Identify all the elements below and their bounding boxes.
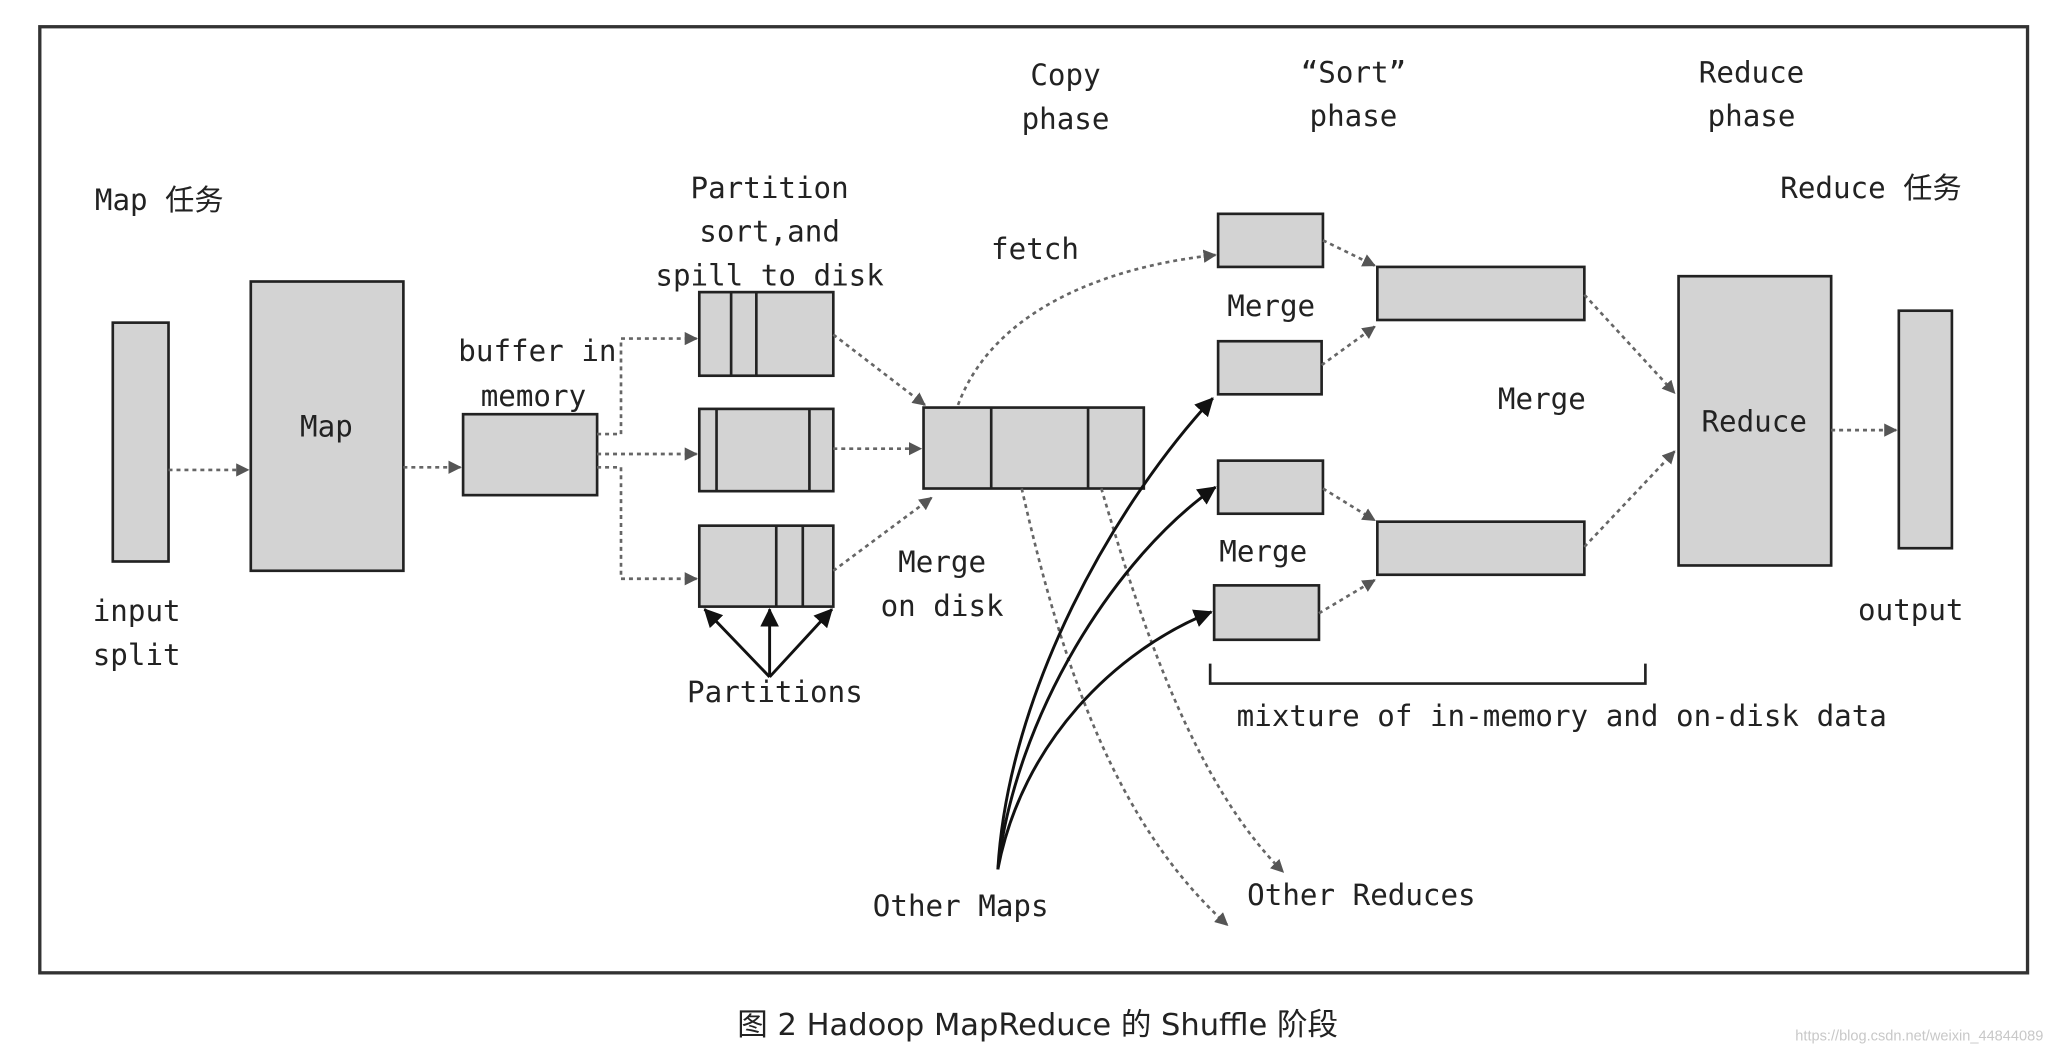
merge-on-disk-label: Merge — [898, 545, 986, 579]
spill-file-2 — [697, 407, 835, 493]
sort-phase-label-2: phase — [1310, 99, 1398, 133]
sort-phase-label: “Sort” — [1301, 55, 1406, 89]
copy-phase-label-2: phase — [1022, 102, 1110, 136]
merge-input-2 — [1216, 339, 1323, 396]
input-split-box — [111, 321, 170, 563]
map-task-label: Map 任务 — [95, 183, 224, 217]
buffer-label: buffer in — [458, 334, 616, 368]
partition-label-3: spill to disk — [655, 258, 884, 292]
merge-input-4 — [1212, 584, 1321, 642]
merge-top-label: Merge — [1227, 289, 1315, 323]
partitions-label: Partitions — [687, 675, 863, 709]
fetch-label: fetch — [991, 232, 1079, 266]
reduce-task-label: Reduce 任务 — [1780, 171, 1961, 205]
merged-run-top — [1376, 265, 1586, 322]
buffer-label-2: memory — [481, 379, 586, 413]
watermark: https://blog.csdn.net/weixin_44844089 — [1795, 1029, 2043, 1045]
copy-phase-label: Copy — [1030, 58, 1100, 92]
mixture-label: mixture of in-memory and on-disk data — [1237, 699, 1887, 733]
partition-label-2: sort,and — [699, 215, 840, 249]
partition-arrows — [703, 607, 834, 678]
other-reduces-label: Other Reduces — [1247, 878, 1475, 912]
dotted-arrows — [168, 239, 1898, 927]
merge-input-1 — [1216, 212, 1325, 269]
reduce-phase-label-2: phase — [1708, 99, 1796, 133]
spill-file-1 — [697, 290, 835, 378]
figure-caption: 图 2 Hadoop MapReduce 的 Shuffle 阶段 — [737, 1008, 1338, 1043]
merge-on-disk-label-2: on disk — [881, 589, 1004, 623]
reduce-phase-label: Reduce — [1699, 55, 1804, 89]
other-maps-arrows — [996, 397, 1217, 870]
merged-run-bottom — [1376, 520, 1586, 577]
input-split-label-2: split — [93, 638, 181, 672]
merged-file — [922, 406, 1146, 490]
buffer-box — [461, 412, 599, 497]
output-box — [1897, 309, 1954, 550]
partition-label: Partition — [691, 171, 849, 205]
other-maps-label: Other Maps — [873, 889, 1049, 923]
merge-middle-label: Merge — [1498, 382, 1586, 416]
map-label: Map — [300, 410, 353, 444]
reduce-label: Reduce — [1701, 404, 1806, 438]
output-label: output — [1858, 593, 1963, 627]
spill-file-3 — [697, 524, 835, 608]
map-box — [249, 280, 405, 573]
merge-bottom-label: Merge — [1219, 534, 1307, 568]
mixture-bracket — [1208, 663, 1647, 685]
merge-input-3 — [1216, 459, 1325, 516]
reduce-box — [1677, 274, 1833, 567]
input-split-label: input — [93, 594, 181, 628]
diagram-frame — [38, 25, 2030, 975]
